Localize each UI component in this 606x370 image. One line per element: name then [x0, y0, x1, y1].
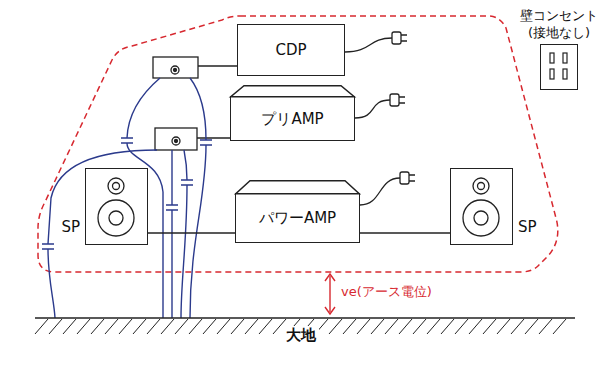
- plugs: [390, 32, 415, 184]
- speaker: SP: [450, 168, 513, 245]
- component-name: CDP: [275, 41, 306, 59]
- small-units: [153, 57, 237, 150]
- unit-knob: [171, 66, 179, 74]
- capacitor-symbol: [42, 244, 54, 249]
- speaker-cone: [108, 178, 124, 194]
- speaker-cable: [148, 232, 235, 233]
- capacitor-symbol: [166, 205, 178, 210]
- stray-wire: [171, 210, 172, 318]
- stray-wire: [127, 78, 160, 138]
- signal-wire: [198, 65, 237, 66]
- speaker-label: SP: [61, 218, 80, 236]
- box-top-outline: [230, 85, 354, 96]
- ground-label: 大地: [283, 326, 319, 345]
- earth-potential-arrow: [325, 274, 335, 314]
- speaker: SP: [85, 168, 148, 245]
- outlet-caption: 壁コンセント (接地なし): [520, 8, 598, 42]
- small-unit: [155, 128, 197, 150]
- component-name: プリAMP: [261, 110, 323, 128]
- speaker-cone: [113, 183, 120, 190]
- stray-wire: [171, 150, 172, 205]
- capacitor-symbol: [121, 138, 133, 143]
- stray-wire: [184, 150, 187, 180]
- box-top-face: [235, 180, 360, 194]
- component-box: CDP: [237, 24, 345, 76]
- speaker-cones: [86, 169, 146, 243]
- component-box: プリAMP: [230, 96, 355, 141]
- power-cord: [360, 178, 400, 205]
- signal-wire: [197, 137, 230, 138]
- potential-label: ve(アース電位): [338, 283, 435, 301]
- speaker-cable: [360, 232, 450, 233]
- outlet-face: [541, 45, 576, 88]
- speaker-cones: [451, 169, 511, 243]
- outlet-slot: [550, 69, 554, 79]
- box-top-face: [230, 85, 355, 97]
- outlet-slot: [563, 69, 567, 79]
- speaker-cone: [478, 183, 485, 190]
- stray-wire: [48, 249, 55, 318]
- plug: [392, 32, 401, 44]
- wall-outlet: 壁コンセント (接地なし): [540, 44, 578, 90]
- arrow-shaft: [329, 276, 330, 312]
- outlet-slot: [550, 53, 554, 63]
- speaker-cone: [473, 178, 489, 194]
- power-cord: [355, 100, 390, 118]
- speaker-label: SP: [518, 218, 537, 236]
- arrow-head: [325, 307, 335, 314]
- capacitor-symbol: [181, 180, 193, 185]
- speaker-cone: [474, 211, 488, 225]
- plug-prongs: [399, 97, 405, 103]
- stray-capacitance: [42, 78, 212, 318]
- outlet-slot: [563, 53, 567, 63]
- system-boundary: [38, 16, 558, 272]
- component-box: パワーAMP: [235, 193, 360, 243]
- ground-line: [35, 317, 575, 319]
- stray-wire: [48, 150, 157, 244]
- unit-knob-dot: [175, 140, 178, 143]
- unit-knob-dot: [174, 69, 177, 72]
- stray-wire: [181, 185, 187, 318]
- unit-knob: [172, 137, 180, 145]
- speaker-cone: [109, 211, 123, 225]
- stray-wire: [190, 78, 206, 140]
- speaker-cone: [463, 200, 499, 236]
- power-cord: [345, 38, 392, 52]
- speaker-cone: [98, 200, 134, 236]
- stray-wire: [190, 145, 206, 318]
- plug: [400, 172, 409, 184]
- capacitor-symbol: [200, 140, 212, 145]
- component-name: パワーAMP: [259, 209, 336, 227]
- box-top-outline: [235, 180, 359, 193]
- plug-prongs: [409, 175, 415, 181]
- small-unit: [153, 57, 198, 78]
- plug: [390, 94, 399, 106]
- arrow-head: [325, 274, 335, 281]
- plug-prongs: [401, 35, 407, 41]
